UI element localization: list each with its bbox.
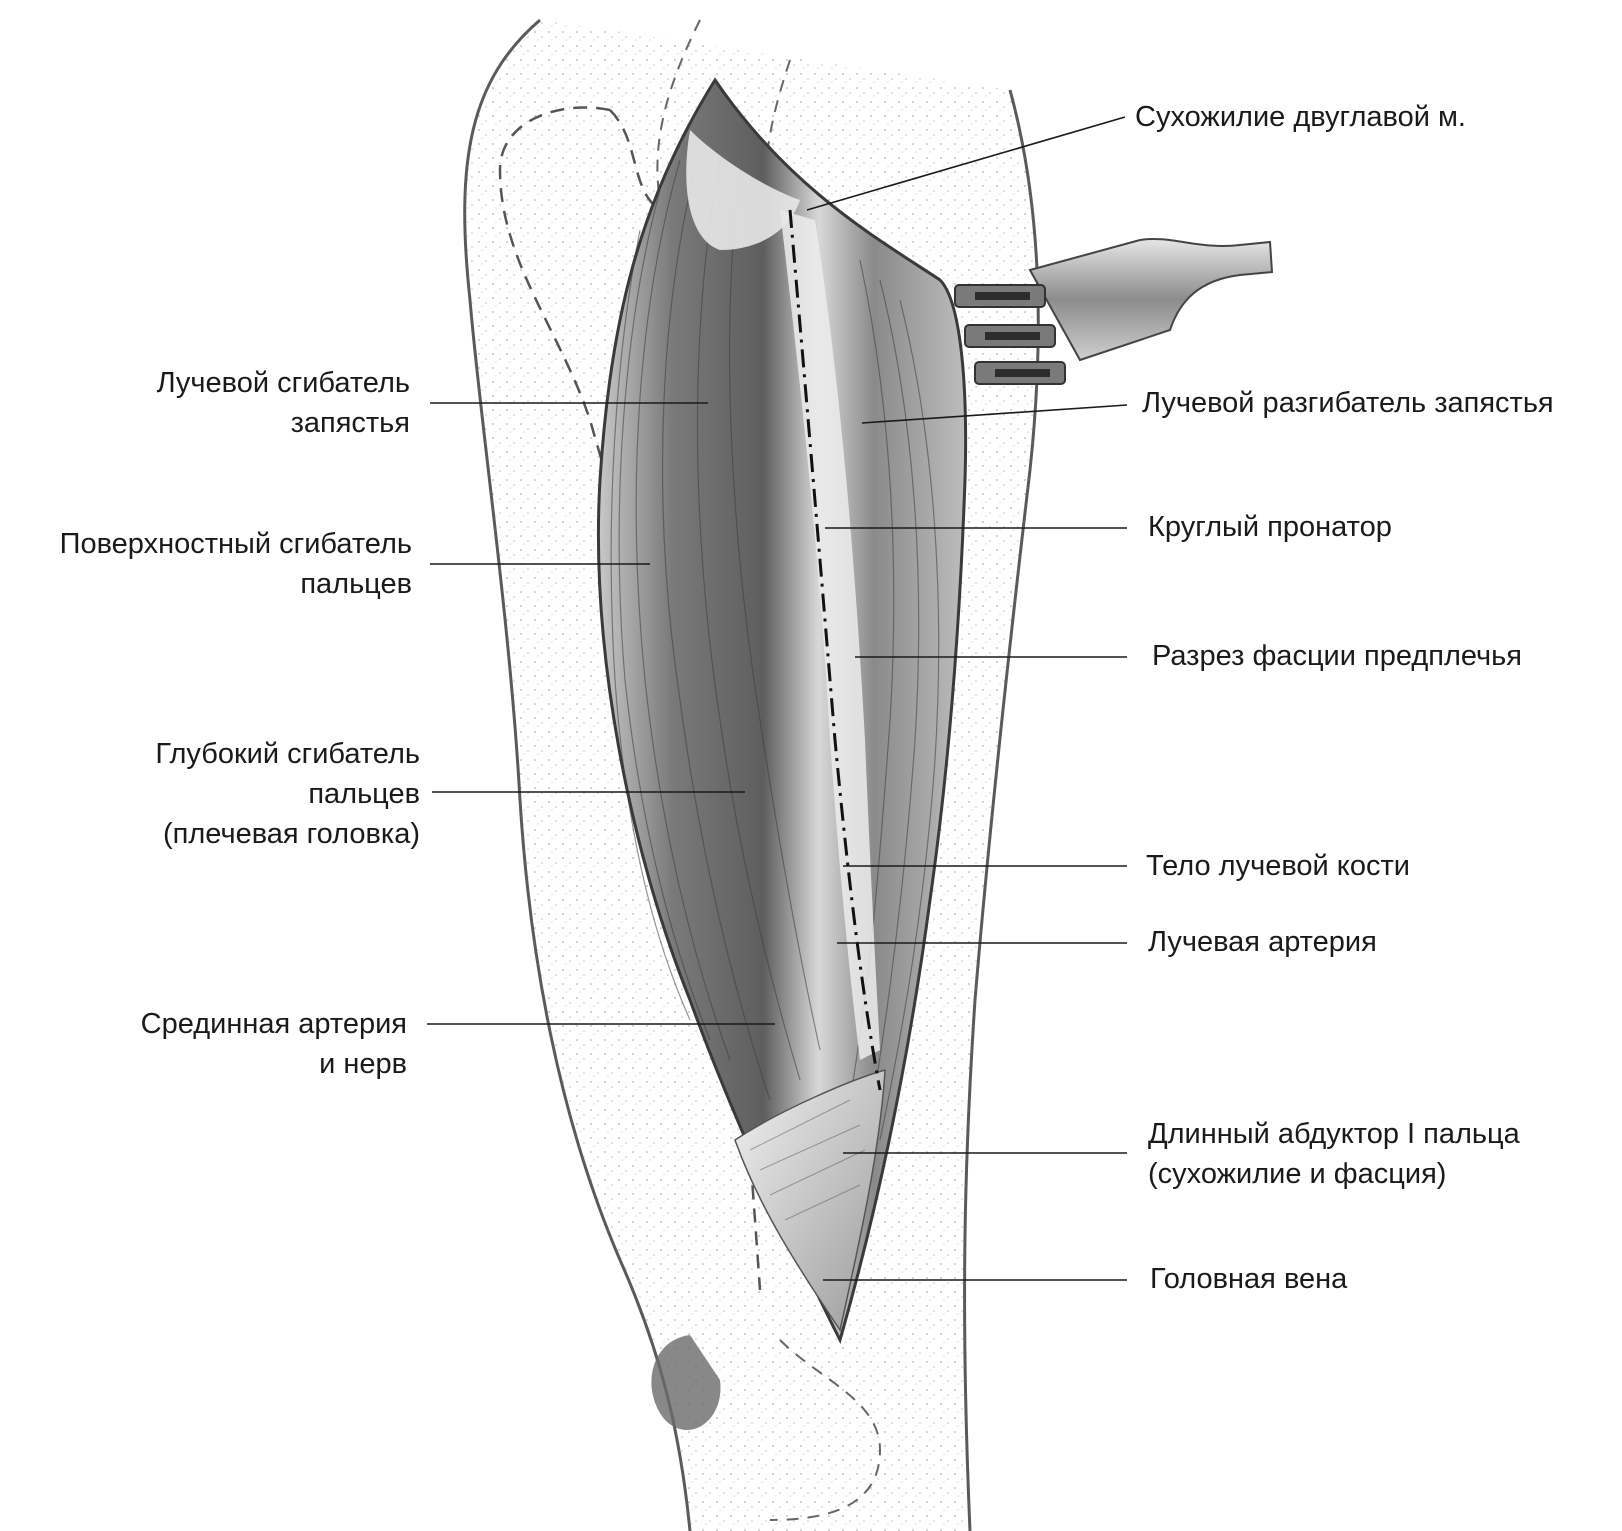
label-radial-artery: Лучевая артерия [1148,926,1377,958]
surgical-exposure [597,77,968,1345]
label-abductor-pollicis-longus: Длинный абдуктор I пальца (сухожилие и ф… [1148,1118,1520,1190]
retractor [954,238,1274,385]
leader-extensor-carpi-radialis [861,404,1128,424]
label-cephalic-vein: Головная вена [1150,1263,1348,1295]
leader-lines [427,116,1128,1281]
label-flexor-digitorum-superficialis: Поверхностный сгибатель пальцев [59,528,412,600]
label-extensor-carpi-radialis: Лучевой разгибатель запястья [1142,387,1554,419]
label-flexor-carpi-radialis: Лучевой сгибатель запястья [156,367,410,439]
label-radius-body: Тело лучевой кости [1146,850,1410,882]
label-biceps-tendon: Сухожилие двуглавой м. [1135,101,1466,133]
label-fascia-incision: Разрез фасции предплечья [1152,640,1522,672]
label-pronator-teres: Круглый пронатор [1148,511,1392,543]
label-flexor-digitorum-profundus: Глубокий сгибатель пальцев (плечевая гол… [155,738,420,850]
label-median-artery-nerve: Срединная артерия и нерв [140,1008,407,1080]
leader-biceps-tendon [806,116,1126,211]
